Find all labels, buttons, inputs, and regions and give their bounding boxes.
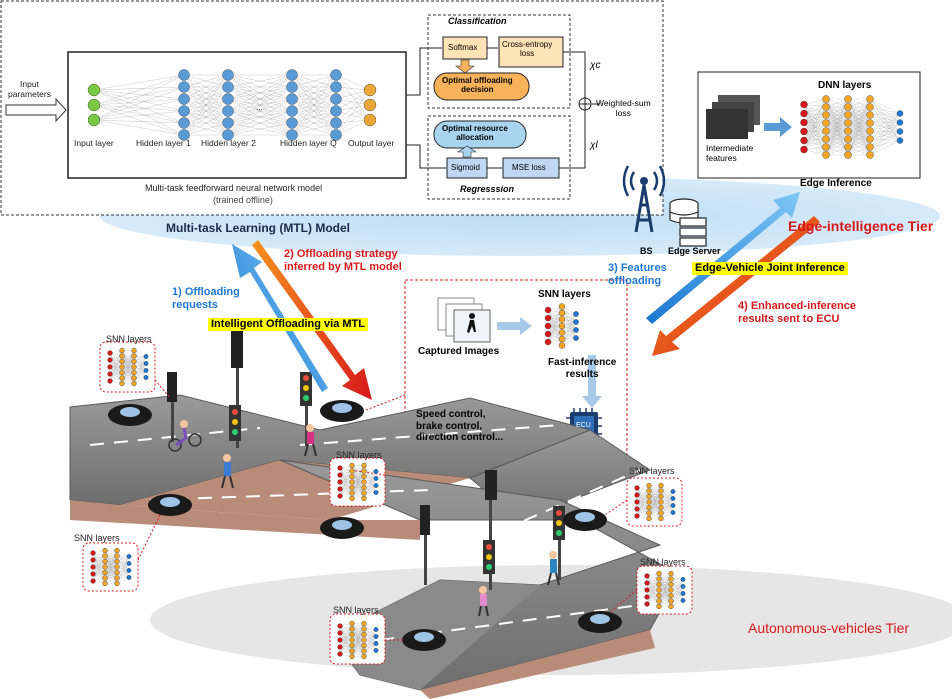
snn-callout-network-2 — [337, 462, 379, 502]
snn-callout-label-3: SNN layers — [629, 466, 675, 476]
pedestrians — [168, 420, 560, 617]
resource-allocation-box — [433, 120, 527, 149]
arrow-features — [646, 192, 800, 324]
step1-label: 1) Offloading requests — [172, 286, 240, 311]
images-to-snn-arrow — [497, 317, 532, 335]
vehicle-tier-label: Autonomous-vehicles Tier — [748, 620, 910, 636]
callout-leaders — [137, 379, 638, 641]
sigmoid-label: Sigmoid — [451, 163, 480, 172]
edge-tier-label: Edge-intelligence Tier — [788, 218, 934, 234]
joint-inference-banner: Edge-Vehicle Joint Inference — [692, 262, 848, 275]
intelligent-offloading-banner: Intelligent Offloading via MTL — [208, 318, 368, 331]
step2-label: 2) Offloading strategy inferred by MTL m… — [284, 248, 402, 273]
snn-callout-network-4 — [90, 547, 132, 587]
layer-label-hidden-2: Hidden layer 2 — [201, 138, 256, 148]
pedestrian-icon — [467, 313, 476, 333]
vehicle-snn-network — [544, 303, 579, 349]
captured-images-label: Captured Images — [418, 346, 500, 357]
mtl-model-title: Multi-task Learning (MTL) Model — [166, 221, 350, 235]
weighted-sum-label: Weighted-sum loss — [596, 98, 651, 118]
dnn-layers-label: DNN layers — [818, 80, 872, 91]
car-windows — [120, 403, 610, 642]
snn-callout-label-2: SNN layers — [336, 450, 382, 460]
offloading-decision-label: Optimal offloading decision — [442, 76, 513, 95]
classification-title: Classification — [448, 16, 507, 26]
layer-label-output: Output layer — [348, 138, 395, 148]
mse-label: MSE loss — [512, 163, 546, 172]
fast-inference-label: Fast-inference results — [548, 357, 617, 380]
bs-label: BS — [640, 246, 653, 256]
trained-caption: (trained offline) — [213, 195, 273, 205]
layers-ellipsis: ... — [256, 102, 264, 112]
snn-callout-network-1 — [107, 347, 149, 387]
edge-arrow — [764, 117, 792, 137]
softmax-down-arrow — [455, 59, 475, 74]
snn-callout-network-6 — [337, 620, 379, 660]
dnn-network — [800, 95, 904, 159]
softmax-label: Softmax — [448, 43, 478, 52]
arrow-results — [652, 216, 820, 356]
regression-title: Regresssion — [460, 184, 515, 194]
snn-callout-label-6: SNN layers — [333, 605, 379, 615]
feature-map-1 — [706, 109, 748, 139]
snn-callout-network-3 — [634, 482, 676, 522]
resource-allocation-label: Optimal resource allocation — [442, 124, 508, 143]
layer-label-hidden-q: Hidden layer Q — [280, 138, 337, 148]
edge-server-label: Edge Server — [668, 246, 721, 256]
input-arrow — [5, 97, 67, 123]
step4-label: 4) Enhanced-inference results sent to EC… — [738, 300, 856, 325]
snn-callout-label-4: SNN layers — [74, 533, 120, 543]
cyclist — [168, 420, 202, 452]
input-parameters-label: Input parameters — [8, 79, 51, 99]
offloading-decision-box — [433, 72, 530, 101]
layer-label-input: Input layer — [74, 138, 114, 148]
mtl-neural-network — [87, 69, 377, 141]
edge-inference-label: Edge Inference — [800, 178, 872, 189]
step3-label: 3) Features offloading — [608, 262, 667, 287]
controls-label: Speed control, brake control, direction … — [416, 409, 504, 443]
ecu-label: ECU — [576, 422, 591, 429]
traffic-lights — [167, 330, 565, 590]
cross-entropy-label: Cross-entropy loss — [502, 40, 553, 59]
snn-callout-label-1: SNN layers — [106, 334, 152, 344]
chi-l-label: χl — [590, 140, 598, 151]
sigmoid-up-arrow — [457, 145, 477, 158]
vehicle-snn-label: SNN layers — [538, 289, 591, 300]
mtl-connectors — [406, 47, 600, 169]
snn-callout-label-5: SNN layers — [640, 557, 686, 567]
intermediate-features-label: Intermediate features — [706, 143, 754, 163]
snn-callout-network-5 — [644, 570, 686, 610]
chi-c-label: χc — [590, 60, 601, 71]
layer-label-hidden-1: Hidden layer 1 — [136, 138, 191, 148]
bs-tower-icon — [622, 165, 666, 233]
model-caption: Multi-task feedforward neural network mo… — [145, 183, 323, 193]
edge-server-icon — [669, 198, 707, 247]
snn-to-ecu-arrow — [582, 355, 602, 408]
